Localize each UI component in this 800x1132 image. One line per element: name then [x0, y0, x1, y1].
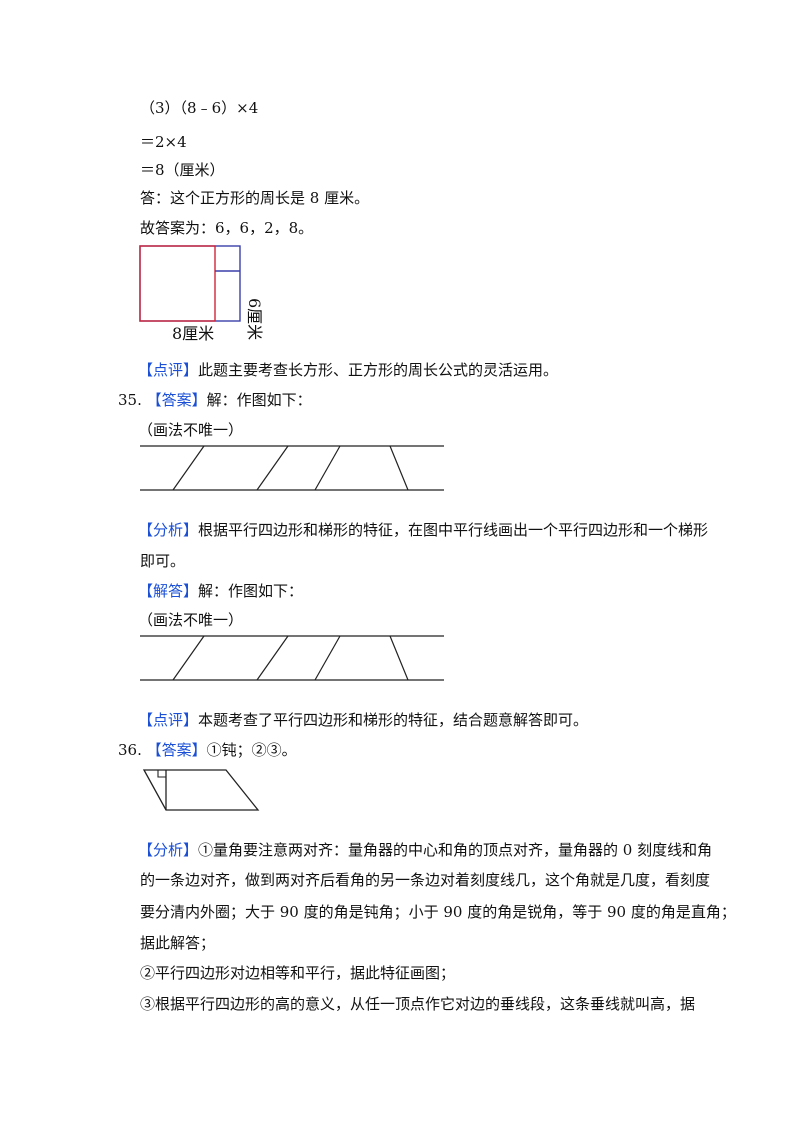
answer-line: 答：这个正方形的周长是 8 厘米。 [140, 189, 370, 207]
step-3: （3）（8﹣6）×4 [140, 99, 259, 117]
analysis-tag: 【分析】 [138, 521, 199, 539]
answer-tag: 【答案】 [146, 741, 207, 759]
solution-text: 解：作图如下： [198, 582, 304, 600]
analysis-text: 根据平行四边形和梯形的特征，在图中平行线画出一个平行四边形和一个梯形 [198, 521, 709, 539]
answer-text: 解：作图如下： [206, 391, 312, 409]
right-angle-mark [157, 770, 166, 778]
comment-tag: 【点评】 [138, 361, 199, 379]
calc-line-1: ＝2×4 [140, 133, 187, 151]
parallelogram-side-right [256, 445, 289, 491]
analysis-36-line-4: 据此解答； [140, 934, 216, 952]
question-number: 35. [118, 391, 142, 409]
analysis-35-line-1: 【分析】根据平行四边形和梯形的特征，在图中平行线画出一个平行四边形和一个梯形 [138, 520, 708, 540]
comment-tag: 【点评】 [138, 711, 199, 729]
parallel-lines-figure-1 [140, 445, 444, 491]
trapezoid-side-left [314, 445, 341, 491]
question-number: 36. [118, 741, 142, 759]
analysis-36-line-1: 【分析】①量角要注意两对齐：量角器的中心和角的顶点对齐，量角器的 0 刻度线和角 [138, 840, 712, 860]
note-not-unique-2: （画法不唯一） [138, 611, 244, 629]
solution-35: 【解答】解：作图如下： [138, 581, 303, 601]
analysis-36-point-2: ②平行四边形对边相等和平行，据此特征画图； [140, 964, 456, 982]
analysis-text: ①量角要注意两对齐：量角器的中心和角的顶点对齐，量角器的 0 刻度线和角 [198, 841, 713, 859]
parallelogram-height-figure [142, 769, 260, 811]
analysis-35-line-2: 即可。 [140, 552, 186, 570]
question-35-answer: 35. 【答案】解：作图如下： [118, 390, 312, 410]
parallelogram-side-left [172, 445, 205, 491]
analysis-36-line-2: 的一条边对齐，做到两对齐后看角的另一条边对着刻度线几，这个角就是几度，看刻度 [140, 871, 711, 889]
rectangle-square-figure: 8厘米 6厘米 [139, 245, 264, 343]
calc-line-2: ＝8（厘米） [140, 161, 225, 179]
comment-text: 本题考查了平行四边形和梯形的特征，结合题意解答即可。 [198, 711, 589, 729]
analysis-36-point-3: ③根据平行四边形的高的意义，从任一顶点作它对边的垂线段，这条垂线就叫高，据 [140, 995, 696, 1013]
square-outline [139, 245, 216, 322]
comment-text: 此题主要考查长方形、正方形的周长公式的灵活运用。 [198, 361, 559, 379]
parallelogram-side-left [172, 635, 205, 681]
parallelogram-side-right [256, 635, 289, 681]
parallelogram-outline [142, 769, 260, 811]
rectangle-outline [139, 245, 241, 322]
answer-tag: 【答案】 [146, 391, 207, 409]
trapezoid-side-left [314, 635, 341, 681]
trapezoid-side-right [389, 445, 409, 491]
comment-35: 【点评】本题考查了平行四边形和梯形的特征，结合题意解答即可。 [138, 710, 588, 730]
height-label: 6厘米 [245, 298, 264, 340]
note-not-unique-1: （画法不唯一） [138, 421, 244, 439]
comment-34: 【点评】此题主要考查长方形、正方形的周长公式的灵活运用。 [138, 360, 558, 380]
analysis-tag: 【分析】 [138, 841, 199, 859]
parallel-lines-figure-2 [140, 635, 444, 681]
analysis-36-line-3: 要分清内外圈；大于 90 度的角是钝角；小于 90 度的角是锐角，等于 90 度… [140, 903, 736, 921]
trapezoid-side-right [389, 635, 409, 681]
answer-text: ①钝；②③。 [206, 741, 297, 759]
final-answer-line: 故答案为：6，6，2，8。 [140, 219, 314, 237]
width-label: 8厘米 [172, 324, 214, 343]
solution-tag: 【解答】 [138, 582, 199, 600]
question-36-answer: 36. 【答案】①钝；②③。 [118, 740, 297, 760]
